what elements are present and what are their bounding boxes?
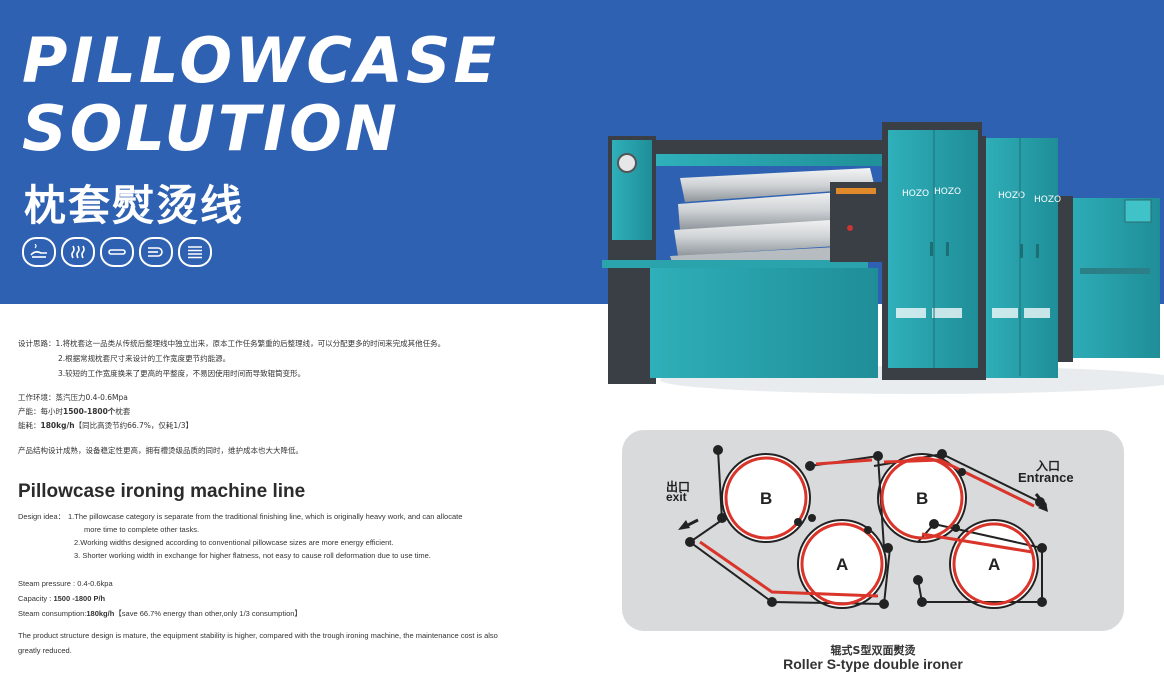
exit-label-cn: 出口 (666, 480, 691, 494)
cn-energy-value: 180kg/h (40, 421, 75, 430)
cn-design-1: 1.将枕套这一品类从传统后整理线中独立出来，原本工作任务繁重的后整理线，可以分配… (55, 339, 446, 348)
cn-env-label: 工作环境： (18, 393, 56, 402)
cn-capacity-label: 产能： (18, 407, 41, 416)
en-consumption-label: Steam consumption: (18, 609, 87, 618)
diagram-caption-cn: 辊式S型双面熨烫 (830, 644, 916, 657)
stack-icon (178, 237, 212, 267)
en-consumption-note: 【save 66.7% energy than other,only 1/3 c… (114, 609, 302, 618)
en-design-idea: Design idea：1.The pillowcase category is… (18, 510, 462, 562)
cn-energy-note: 【同比高烫节约66.7%，仅耗1/3】 (74, 421, 193, 430)
brand-label-4: HOZO (1034, 195, 1061, 205)
roller-b-left: B (760, 489, 773, 508)
roller-b-right: B (916, 489, 929, 508)
en-design-1: 1.The pillowcase category is separate fr… (68, 512, 463, 521)
en-design-2: 2.Working widths designed according to c… (74, 538, 394, 547)
section-heading: Pillowcase ironing machine line (18, 481, 306, 502)
en-capacity-label: Capacity : (18, 594, 54, 603)
entrance-label-en: Entrance (1018, 470, 1074, 485)
roller-a-right: A (988, 555, 1001, 574)
en-structure: The product structure design is mature, … (18, 631, 498, 655)
cn-design-idea: 设计思路：1.将枕套这一品类从传统后整理线中独立出来，原本工作任务繁重的后整理线… (18, 336, 445, 381)
roller-a-left: A (836, 555, 849, 574)
flat-sheet-icon (100, 237, 134, 267)
cn-capacity-pre: 每小时 (40, 407, 64, 416)
brand-label-3: HOZO (998, 191, 1025, 201)
cn-env-value: 蒸汽压力0.4-0.6Mpa (55, 393, 128, 402)
cn-specs: 工作环境：蒸汽压力0.4-0.6Mpa 产能：每小时1500-1800个枕套 能… (18, 391, 193, 433)
en-design-3: 3. Shorter working width in exchange for… (74, 551, 431, 560)
en-steam-label: Steam pressure : (18, 579, 78, 588)
cn-structure: 产品结构设计成熟，设备稳定性更高，拥有槽烫级品质的同时，维护成本也大大降低。 (18, 446, 303, 455)
en-consumption-value: 180kg/h (86, 609, 115, 618)
en-design-label: Design idea： (18, 512, 66, 521)
page-title-cn: 枕套熨烫线 (24, 181, 245, 230)
en-capacity-value: 1500 -1800 P/h (53, 594, 106, 603)
cn-capacity-value: 1500-1800个 (63, 407, 116, 416)
en-specs: Steam pressure : 0.4-0.6kpa Capacity : 1… (18, 576, 302, 621)
page-title-line1: PILLOWCASE (22, 24, 499, 97)
cn-energy-label: 能耗： (18, 421, 41, 430)
diagram-caption-en: Roller S-type double ironer (783, 656, 963, 672)
steam-icon (61, 237, 95, 267)
cn-design-label: 设计思路： (18, 339, 56, 348)
roll-icon (139, 237, 173, 267)
roller-diagram: 出口 exit 入口 Entrance B A B A (622, 430, 1124, 631)
page-title-line2: SOLUTION (22, 92, 400, 165)
en-steam-value: 0.4-0.6kpa (77, 579, 113, 588)
steam-hand-icon (22, 237, 56, 267)
cn-capacity-unit: 枕套 (115, 407, 131, 416)
brand-label-2: HOZO (934, 187, 961, 197)
feature-icons (22, 237, 212, 267)
en-design-1b: more time to complete other tasks. (84, 525, 200, 534)
ironing-machine-image: HOZO HOZO HOZO HOZO (602, 122, 1164, 394)
entrance-label-cn: 入口 (1036, 459, 1061, 473)
exit-label-en: exit (666, 490, 687, 504)
cn-design-3: 3.较短的工作宽度换来了更高的平整度，不易因使用时间而导致辊筒变形。 (58, 369, 306, 378)
cn-design-2: 2.根据常规枕套尺寸来设计的工作宽度更节约能源。 (58, 354, 231, 363)
brand-label-1: HOZO (902, 189, 929, 199)
